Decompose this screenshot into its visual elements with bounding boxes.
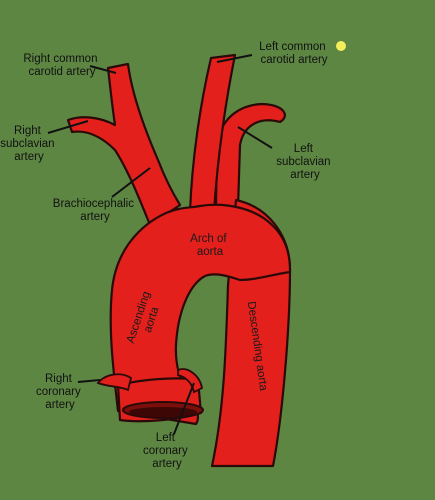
label-right-coronary: Right coronary artery [36,373,84,411]
leader-left-subclavian [237,126,273,149]
label-right-common-carotid: Right common carotid artery [23,53,100,78]
label-brachiocephalic: Brachiocephalic artery [53,198,137,223]
yellow-dot-icon [336,41,346,51]
label-left-common-carotid: Left common carotid artery [259,41,329,66]
leader-right-coronary [77,379,101,383]
left-coronary-artery-shape [177,368,203,394]
leader-right-common-carotid [89,65,117,74]
leader-left-common-carotid [216,54,253,63]
leader-brachiocephalic [111,167,151,198]
right-coronary-artery-shape [96,373,133,392]
arch-and-ascending-aorta-shape [109,203,292,426]
left-subclavian-artery-shape [214,102,286,210]
leader-left-coronary [173,382,195,435]
brachiocephalic-artery-shape [66,62,182,227]
leader-right-subclavian [47,120,89,134]
label-right-subclavian: Right subclavian artery [0,125,58,163]
label-arch-of-aorta: Arch of aorta [190,233,230,258]
aortic-opening-inner [129,407,197,417]
label-left-subclavian: Left subclavian artery [276,143,334,181]
label-left-coronary: Left coronary artery [143,432,191,470]
